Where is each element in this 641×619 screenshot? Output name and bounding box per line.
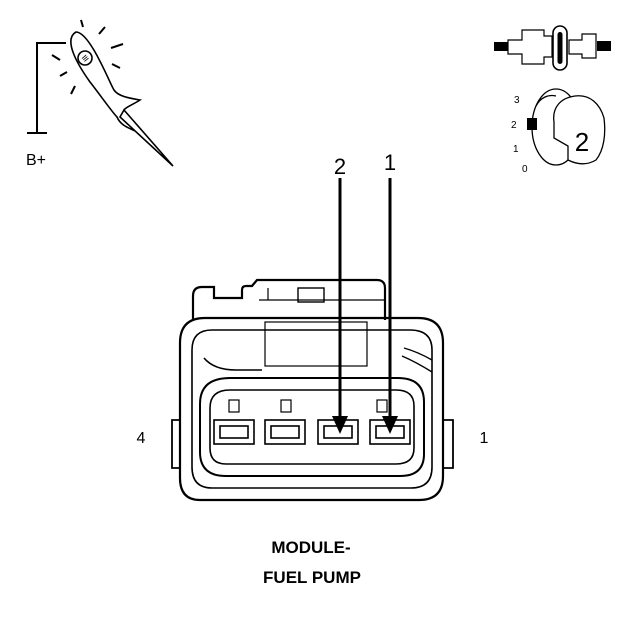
ignition-key-icon [527,88,606,166]
ignition-position-2: 2 [511,120,517,131]
pin-cavities [213,419,411,445]
fuse-icon [494,25,611,71]
ground-wire [27,42,66,134]
pin-1-arrow [382,178,398,434]
arrow-label-pin-1: 1 [384,150,396,175]
probe-icon [70,31,174,167]
arrow-label-pin-2: 2 [334,154,346,179]
pin-2-arrow [332,178,348,434]
connector-pin-left-label: 4 [137,430,146,447]
test-probe: ≡ B+ [26,19,174,169]
connector-name-line-2: FUEL PUMP [263,568,361,587]
ignition-selected-position: 2 [575,127,589,157]
connector-pin-right-label: 1 [480,430,489,447]
connector-housing [171,278,454,502]
ignition-position-0: 0 [522,164,528,175]
connector-name-line-1: MODULE- [271,538,350,557]
light-rays-icon [51,19,124,95]
probe-label: B+ [26,152,46,169]
ignition-position-1: 1 [513,144,519,155]
ignition-switch: 3 2 1 0 2 [511,88,606,175]
ignition-position-3: 3 [514,95,520,106]
